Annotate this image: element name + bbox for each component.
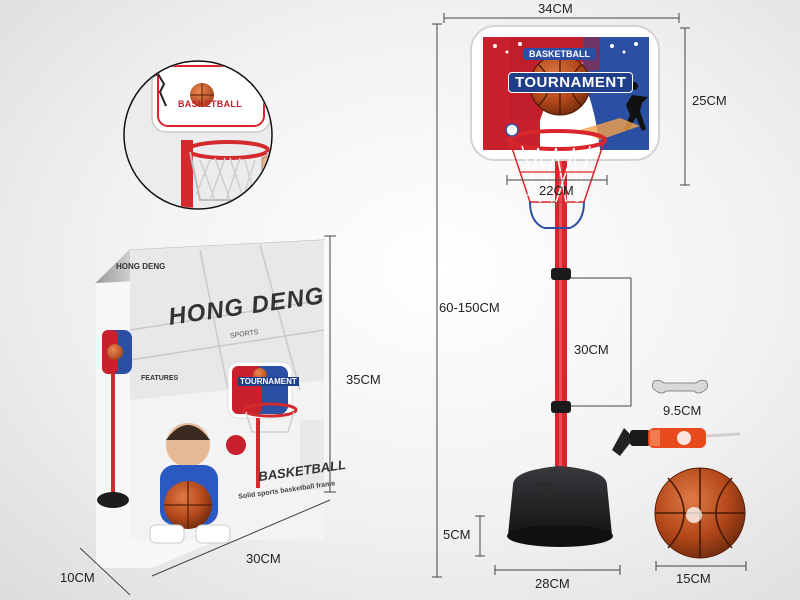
dim-base-height: 5CM (443, 527, 471, 542)
dim-base-width: 28CM (535, 576, 570, 591)
dim-wrench: 9.5CM (663, 403, 702, 418)
dim-hoop-diameter: 22CM (539, 183, 574, 198)
dim-box-depth: 10CM (60, 570, 95, 585)
dim-backboard-height: 25CM (692, 93, 727, 108)
air-pump (612, 428, 741, 456)
inset-detail (123, 60, 273, 210)
dim-stand-height: 60-150CM (439, 300, 500, 315)
box-dimension-lines (79, 235, 336, 596)
backboard-title: TOURNAMENT (508, 72, 634, 93)
dim-backboard-width: 34CM (538, 1, 573, 16)
backboard-banner: BASKETBALL (523, 48, 596, 60)
basketball (654, 467, 746, 559)
dim-box-width: 30CM (246, 551, 281, 566)
inset-backboard-label: BASKETBALL (178, 99, 242, 109)
dim-pole-section: 30CM (574, 342, 609, 357)
wrench (651, 379, 709, 394)
box-corner-logo: HONG DENG (116, 262, 166, 271)
dim-ball: 15CM (676, 571, 711, 586)
stand-dimension-lines (432, 13, 747, 578)
basketball-stand (470, 25, 660, 547)
box-features-title: FEATURES (141, 375, 179, 382)
box-backboard-title: TOURNAMENT (238, 377, 299, 386)
dim-box-height: 35CM (346, 372, 381, 387)
